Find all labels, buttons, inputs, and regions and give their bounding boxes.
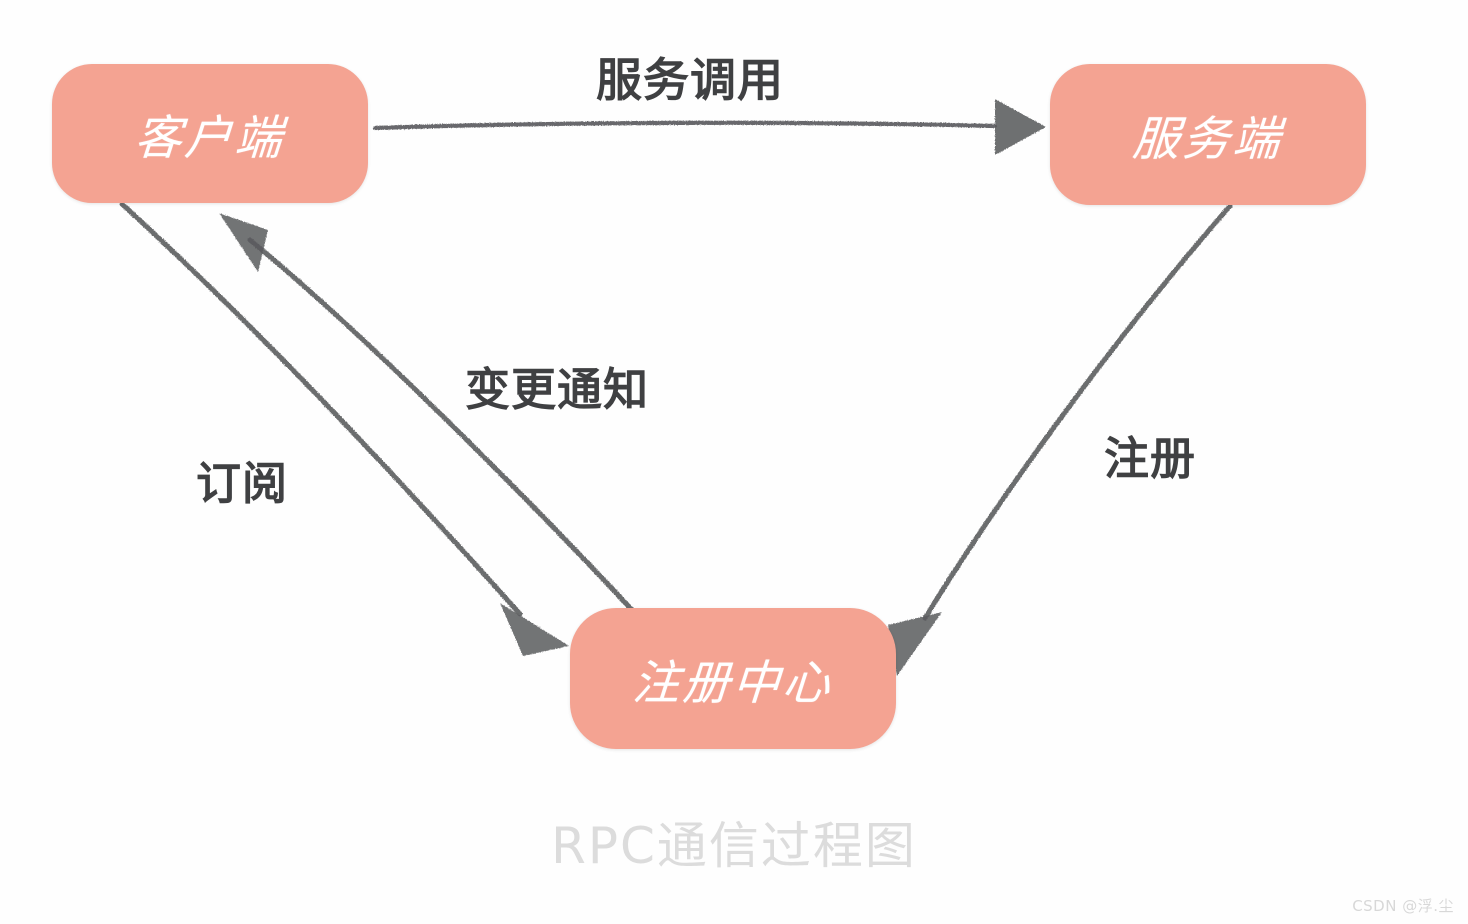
node-client[interactable]: 客户端 <box>52 64 368 203</box>
edge-service-call <box>372 99 1046 155</box>
diagram-caption: RPC通信过程图 <box>551 817 917 875</box>
node-registry-label: 注册中心 <box>630 656 835 711</box>
edge-label-change-notify: 变更通知 <box>465 363 650 416</box>
node-server-label: 服务端 <box>1130 112 1285 167</box>
node-server[interactable]: 服务端 <box>1050 64 1366 205</box>
edge-register <box>888 203 1233 676</box>
edge-change-notify <box>219 213 637 615</box>
edge-label-service-call: 服务调用 <box>596 53 784 107</box>
node-registry[interactable]: 注册中心 <box>570 608 896 749</box>
watermark: CSDN @浮.尘 <box>1352 897 1454 915</box>
edge-subscribe <box>119 201 569 656</box>
edge-label-subscribe: 订阅 <box>196 457 289 510</box>
node-client-label: 客户端 <box>132 111 287 166</box>
edge-label-register: 注册 <box>1104 432 1197 485</box>
